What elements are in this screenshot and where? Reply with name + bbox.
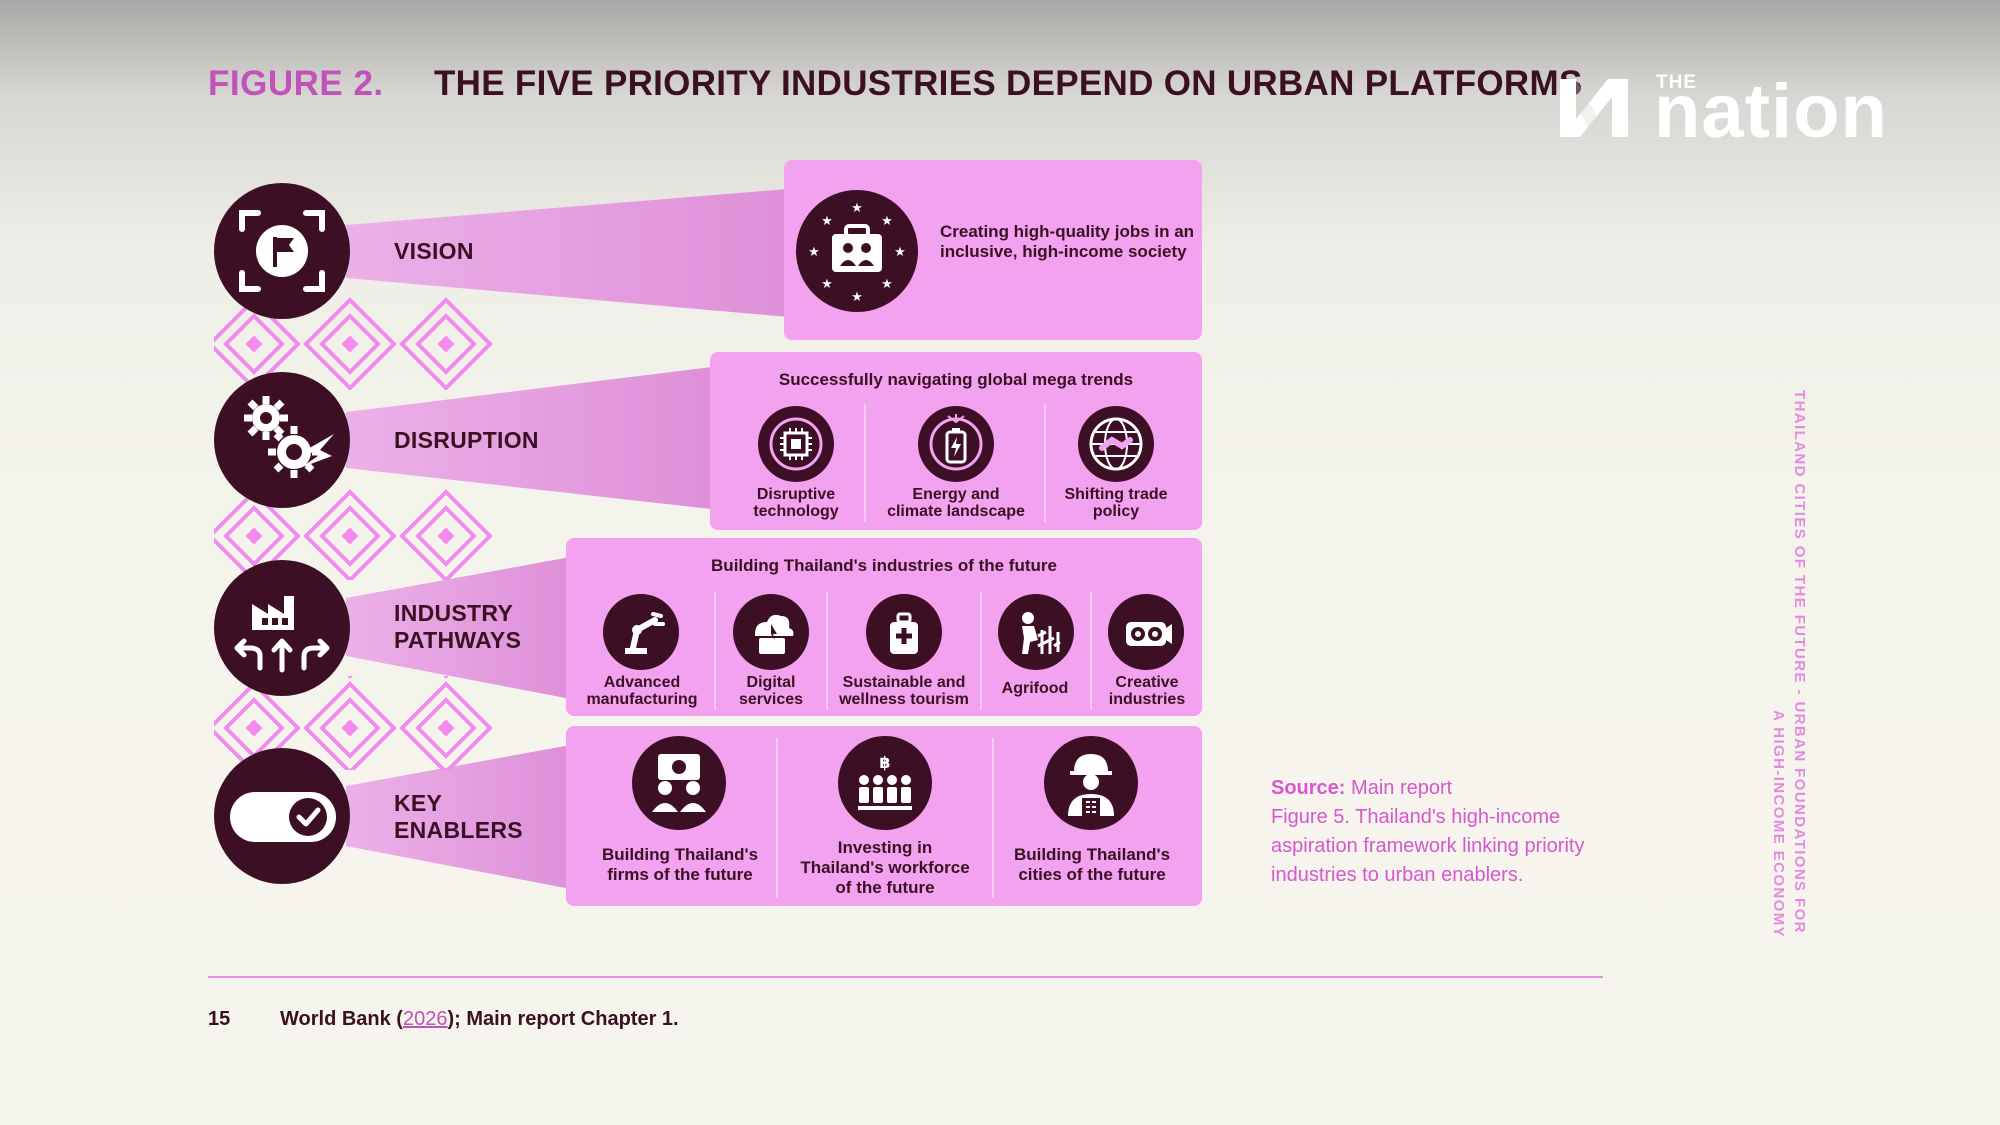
chip-icon — [758, 406, 834, 482]
svg-text:★: ★ — [851, 201, 863, 216]
robot-arm-icon — [603, 594, 679, 670]
svg-text:★: ★ — [808, 245, 820, 260]
divider — [776, 738, 778, 898]
side-title-line1: THAILAND CITIES OF THE FUTURE - URBAN FO… — [1791, 390, 1808, 934]
footer-citation: World Bank (2026); Main report Chapter 1… — [280, 1008, 679, 1031]
divider — [980, 592, 982, 710]
cloud-device-icon — [733, 594, 809, 670]
svg-text:★: ★ — [881, 277, 893, 292]
vision-label: VISION — [394, 238, 474, 264]
industry-item-label: Agrifood — [1001, 680, 1069, 697]
svg-text:★: ★ — [821, 214, 833, 229]
source-note: Source: Main report Figure 5. Thailand's… — [1271, 774, 1621, 890]
footer-suffix: ); Main report Chapter 1. — [447, 1008, 679, 1030]
factory-arrows-icon — [234, 596, 330, 673]
medical-bag-icon — [866, 594, 942, 670]
business-people-icon — [632, 736, 726, 830]
svg-text:★: ★ — [881, 214, 893, 229]
divider — [826, 592, 828, 710]
svg-text:★: ★ — [894, 245, 906, 260]
divider — [864, 404, 866, 522]
disruption-circle — [214, 372, 350, 508]
disruption-beam — [346, 366, 720, 510]
source-label: Source: — [1271, 777, 1346, 799]
logo-the: THE — [1656, 72, 1697, 93]
source-text: Main report — [1351, 777, 1453, 799]
flag-focus-icon — [239, 210, 325, 292]
figure-title: THE FIVE PRIORITY INDUSTRIES DEPEND ON U… — [434, 64, 1583, 103]
divider — [992, 738, 994, 898]
divider — [1044, 404, 1046, 522]
divider — [714, 592, 716, 710]
workforce-icon: ฿ — [838, 736, 932, 830]
figure-label: FIGURE 2. — [208, 64, 384, 103]
enablers-circle — [214, 748, 350, 884]
source-caption: Figure 5. Thailand's high-income aspirat… — [1271, 806, 1585, 886]
industry-beam — [346, 556, 576, 700]
page-number: 15 — [208, 1008, 231, 1030]
footer-rule — [208, 976, 1603, 978]
disruption-label: DISRUPTION — [394, 427, 539, 453]
battery-icon — [918, 406, 994, 482]
gears-lightning-icon — [244, 396, 334, 478]
vision-circle — [214, 183, 350, 319]
divider — [1090, 592, 1092, 710]
jobs-briefcase-icon: ★ ★ ★ ★ ★ ★ ★ ★ — [796, 190, 918, 312]
svg-text:★: ★ — [851, 290, 863, 305]
svg-text:★: ★ — [821, 277, 833, 292]
disruption-heading: Successfully navigating global mega tren… — [778, 370, 1134, 389]
vision-panel-text: Creating high-quality jobs in an inclusi… — [940, 222, 1195, 261]
side-running-title: THAILAND CITIES OF THE FUTURE - URBAN FO… — [1770, 390, 1808, 938]
toggle-check-icon — [230, 792, 336, 842]
city-worker-icon — [1044, 736, 1138, 830]
footer-prefix: World Bank ( — [280, 1008, 403, 1030]
svg-text:฿: ฿ — [879, 753, 890, 772]
film-reel-icon — [1108, 594, 1184, 670]
industry-circle — [214, 560, 350, 696]
industry-heading: Building Thailand's industries of the fu… — [711, 556, 1057, 575]
enablers-beam — [346, 744, 576, 890]
side-title-line2: A HIGH-INCOME ECONOMY — [1770, 710, 1787, 938]
globe-handshake-icon — [1078, 406, 1154, 482]
farmer-icon — [998, 594, 1074, 670]
nation-logo-mark-icon — [1560, 79, 1628, 137]
logo-wordmark: nation — [1654, 69, 1888, 154]
vision-beam — [346, 188, 800, 318]
citation-year-link[interactable]: 2026 — [402, 1008, 448, 1030]
